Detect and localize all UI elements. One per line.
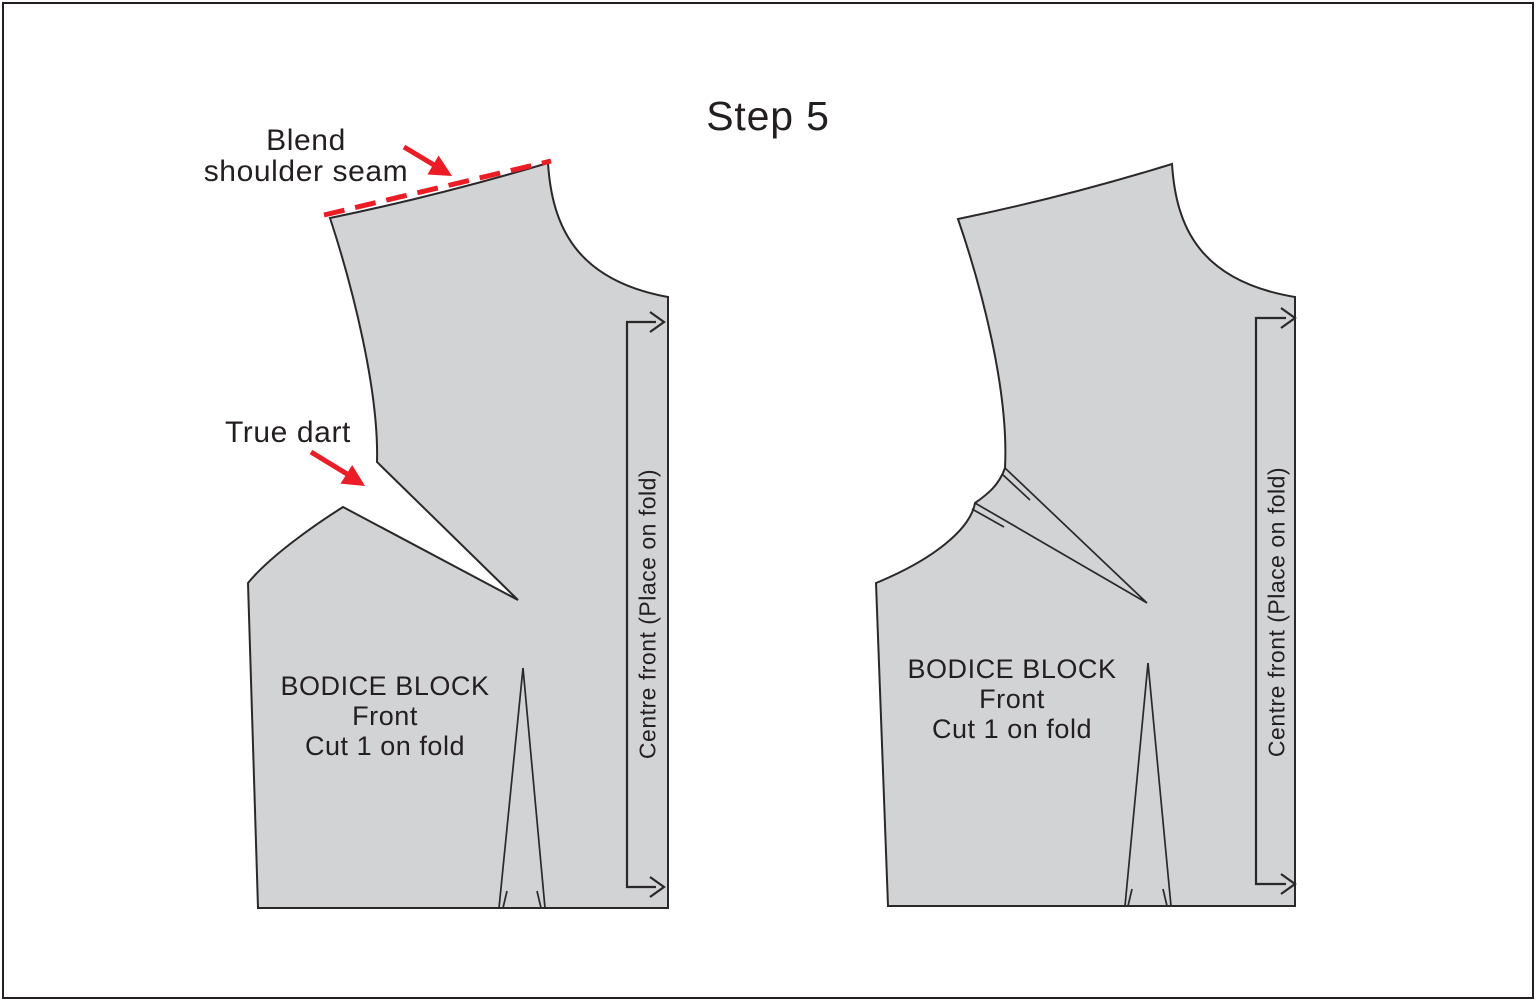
bodice-piece-closed-dart [874, 162, 1296, 907]
blend-arrow-icon [402, 144, 452, 176]
left-piece-front: Front [352, 701, 418, 731]
left-piece-name: BODICE BLOCK [280, 671, 490, 701]
waist-dart-left-notches [502, 890, 542, 909]
right-piece-cut-note: Cut 1 on fold [931, 714, 1093, 744]
fold-arrow-right-line [1254, 316, 1286, 886]
right-piece-front: Front [979, 684, 1045, 714]
blend-shoulder-dashed-line [323, 158, 552, 218]
bodice-piece-open-dart [246, 161, 669, 909]
bust-dart-right-legs [974, 467, 1148, 604]
true-dart-arrow-head [340, 465, 365, 486]
left-piece-label: BODICE BLOCK Front Cut 1 on fold [225, 671, 545, 761]
right-piece-label: BODICE BLOCK Front Cut 1 on fold [852, 654, 1172, 744]
blend-arrow-head [427, 155, 452, 176]
bust-dart-right-notches [971, 473, 1031, 528]
blend-label-line2: shoulder seam [203, 155, 409, 188]
blend-shoulder-seam-label: Blend shoulder seam [156, 125, 456, 187]
centre-front-label-right: Centre front (Place on fold) [1263, 466, 1290, 758]
right-piece-name: BODICE BLOCK [907, 654, 1117, 684]
blend-arrow-shaft [402, 144, 436, 168]
arrowhead-bottom-icon [649, 876, 666, 898]
waist-dart-right [1124, 662, 1172, 907]
waist-dart-left [498, 667, 546, 909]
fold-arrow-left [625, 311, 666, 898]
step-title: Step 5 [706, 93, 830, 139]
waist-dart-left-legs [498, 667, 546, 909]
bust-dart-right [971, 467, 1148, 604]
true-dart-label: True dart [224, 416, 351, 449]
centre-front-label-left: Centre front (Place on fold) [634, 468, 661, 760]
waist-dart-right-legs [1124, 662, 1172, 907]
fold-arrow-right [1254, 307, 1297, 895]
blend-label-line1: Blend [266, 124, 346, 157]
left-piece-cut-note: Cut 1 on fold [304, 731, 466, 761]
arrowhead-bottom-icon [1280, 873, 1297, 895]
true-dart-arrow-icon [309, 449, 365, 486]
true-dart-arrow-shaft [309, 449, 349, 477]
waist-dart-right-notches [1127, 888, 1168, 907]
fold-arrow-left-line [625, 320, 656, 889]
arrowhead-top-icon [1280, 307, 1297, 329]
arrowhead-top-icon [649, 311, 666, 333]
